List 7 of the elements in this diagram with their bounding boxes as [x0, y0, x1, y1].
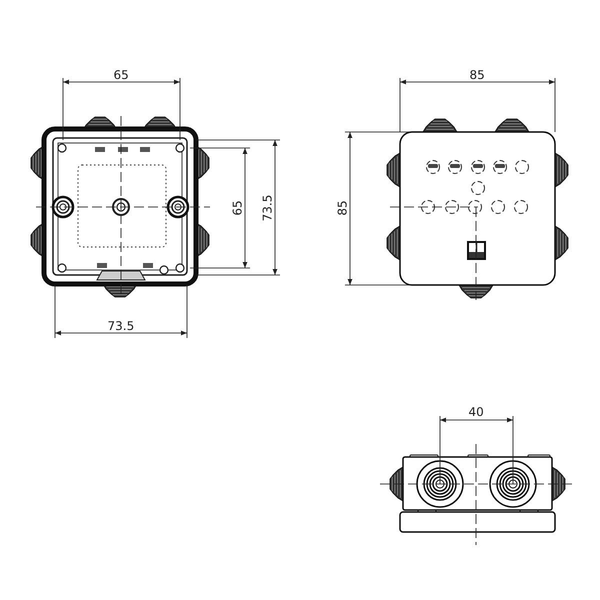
dimension-label: 73.5 [260, 194, 273, 222]
dimension-label: 65 [114, 69, 129, 81]
dimension-label: 85 [336, 200, 348, 216]
dimension-label: 85 [470, 69, 485, 81]
dimension-label: 65 [231, 200, 244, 216]
dimension-label: 73.5 [108, 320, 134, 332]
dimension-label: 40 [468, 406, 484, 418]
